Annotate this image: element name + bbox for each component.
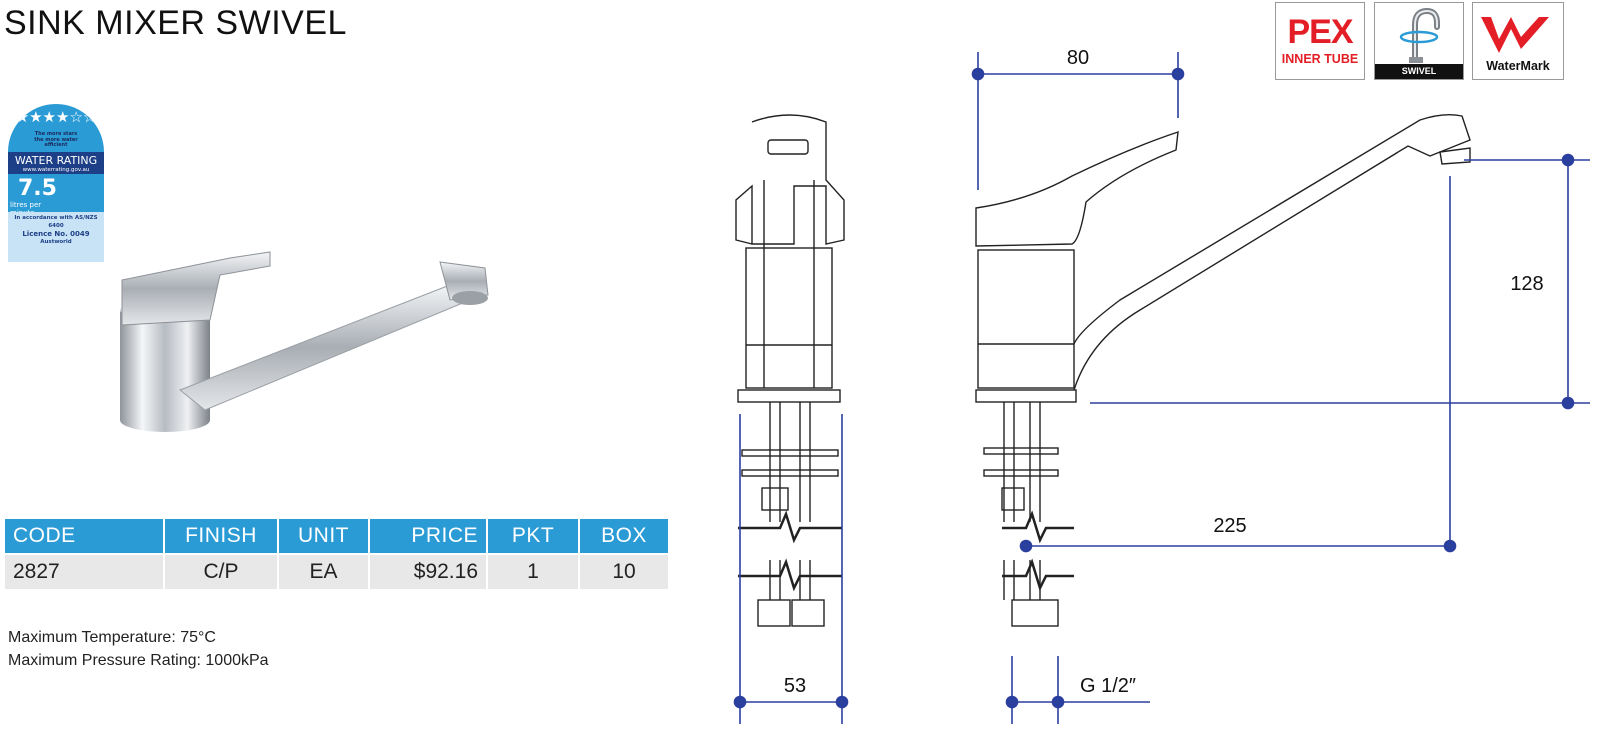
- water-rating-value: 7.5: [18, 176, 57, 201]
- dim-spout-reach: 225: [1213, 515, 1246, 537]
- col-header-finish: FINISH: [165, 519, 277, 553]
- water-rating-label: ★★★★☆☆ The more stars the more water eff…: [8, 104, 104, 262]
- water-rating-heading-text: WATER RATING: [14, 154, 98, 167]
- col-header-box: BOX: [580, 519, 668, 553]
- swivel-badge: SWIVEL: [1374, 2, 1464, 80]
- water-rating-licence: Licence No. 0049: [22, 230, 90, 238]
- dim-spout-height: 128: [1510, 273, 1543, 295]
- max-temperature: Maximum Temperature: 75°C: [8, 629, 216, 646]
- dim-body-width: 53: [784, 675, 806, 697]
- pex-badge-main: PEX: [1287, 13, 1353, 51]
- swivel-tap-icon: [1399, 7, 1440, 63]
- cell-pkt: 1: [488, 553, 578, 589]
- water-rating-footer: In accordance with AS/NZS 6400 Licence N…: [8, 212, 104, 262]
- cell-finish: C/P: [165, 553, 277, 589]
- water-rating-heading: WATER RATING www.waterrating.gov.au: [8, 152, 104, 174]
- cell-code: 2827: [5, 553, 163, 589]
- swivel-badge-label: SWIVEL: [1375, 64, 1463, 79]
- cell-box: 10: [580, 553, 668, 589]
- water-rating-blurb: The more stars the more water efficient: [34, 131, 78, 148]
- spec-notes: Maximum Temperature: 75°C Maximum Pressu…: [8, 626, 269, 672]
- dim-thread: G 1/2″: [1080, 675, 1136, 697]
- pex-badge-sub: INNER TUBE: [1281, 52, 1359, 66]
- dim-handle-reach: 80: [1067, 47, 1089, 69]
- pex-badge: PEX INNER TUBE: [1275, 2, 1365, 80]
- watermark-badge: WaterMark: [1472, 2, 1564, 80]
- col-header-code: CODE: [5, 519, 163, 553]
- col-header-pkt: PKT: [488, 519, 578, 553]
- watermark-badge-label: WaterMark: [1486, 59, 1550, 73]
- col-header-unit: UNIT: [279, 519, 368, 553]
- front-view: [735, 114, 845, 627]
- spec-table: CODE FINISH UNIT PRICE PKT BOX 2827 C/P …: [3, 519, 670, 589]
- cell-unit: EA: [279, 553, 368, 589]
- page-title: SINK MIXER SWIVEL: [4, 4, 347, 42]
- water-rating-company: Austworld: [40, 239, 72, 245]
- table-row: 2827 C/P EA $92.16 1 10: [5, 553, 668, 589]
- dimension-lines: [733, 52, 1590, 724]
- star-rating-icon: ★★★★☆☆: [15, 108, 97, 126]
- max-pressure: Maximum Pressure Rating: 1000kPa: [8, 652, 269, 669]
- watermark-logo-icon: [1481, 17, 1549, 53]
- product-photo: [120, 251, 489, 432]
- water-rating-standard: In accordance with AS/NZS 6400: [14, 215, 98, 229]
- water-rating-url: www.waterrating.gov.au: [22, 167, 90, 173]
- col-header-price: PRICE: [370, 519, 486, 553]
- cell-price: $92.16: [370, 553, 486, 589]
- table-header-row: CODE FINISH UNIT PRICE PKT BOX: [5, 519, 668, 553]
- side-view: [975, 113, 1471, 627]
